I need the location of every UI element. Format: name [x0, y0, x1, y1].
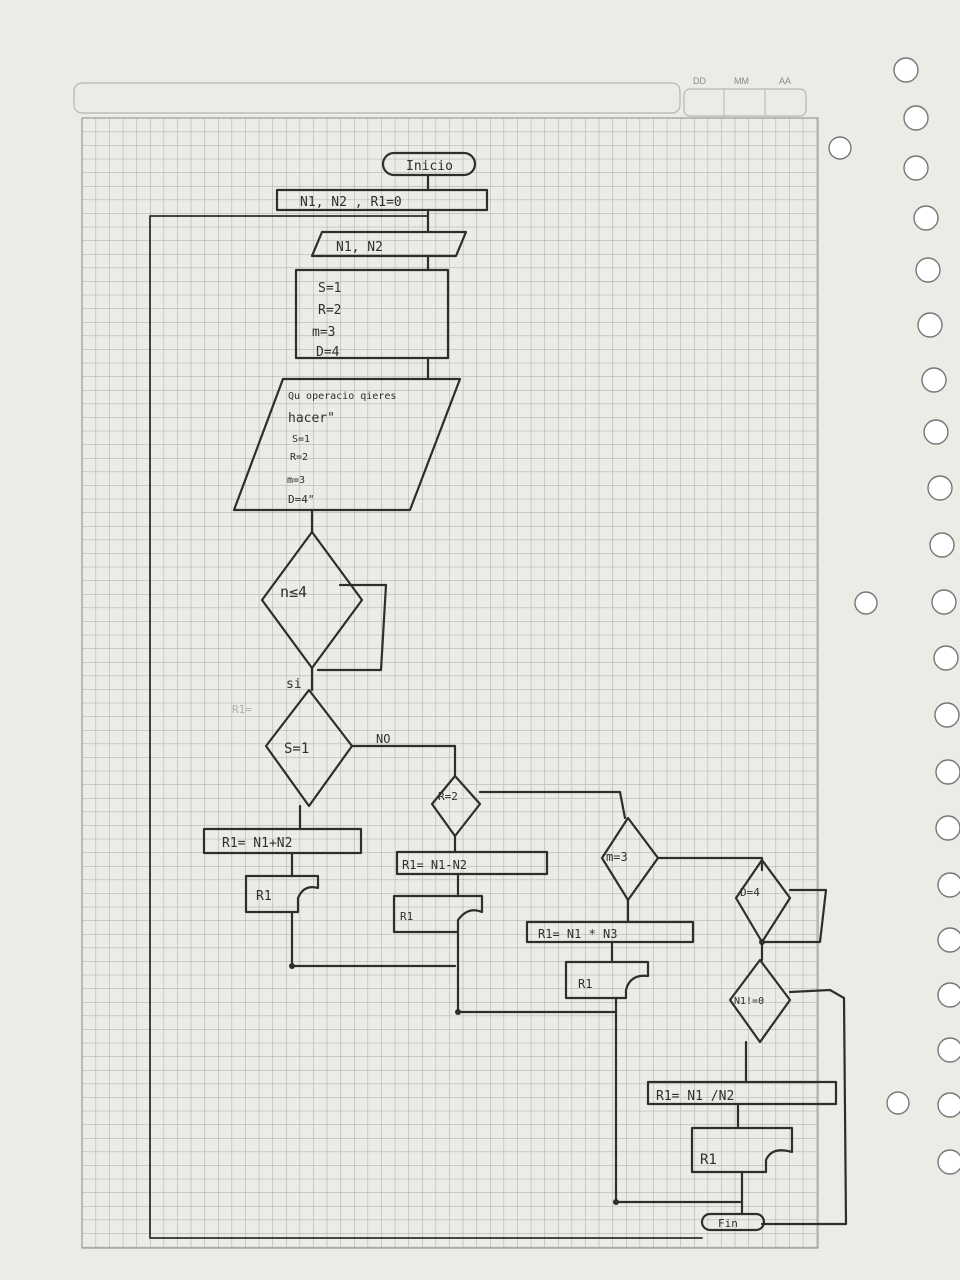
end-terminator: [700, 1212, 766, 1232]
div-output: [690, 1126, 794, 1174]
prompt-line1: Qu operacio qieres: [288, 391, 396, 402]
decision-m-label: m=3: [606, 850, 628, 864]
prompt-output: [232, 377, 462, 512]
div-label: R1= N1 /N2: [656, 1089, 734, 1104]
mul-label: R1= N1 * N3: [538, 927, 617, 941]
sum-process: [202, 827, 363, 855]
mul-process: [525, 920, 695, 944]
header-month-label: MM: [734, 76, 749, 86]
binder-holes: [828, 57, 960, 1175]
option-m: m=3: [312, 325, 335, 340]
read-label: N1, N2: [336, 240, 383, 255]
decision-n-label: N1!=0: [734, 996, 764, 1007]
end-label: Fin: [718, 1217, 738, 1230]
option-s: S=1: [318, 281, 341, 296]
decision-n: [728, 958, 792, 1044]
div-process: [646, 1080, 838, 1106]
decision-d-label: D=4: [740, 886, 760, 899]
option-r: R=2: [318, 303, 341, 318]
mul-output-label: R1: [578, 977, 592, 991]
header-year-label: AA: [779, 76, 792, 86]
div-output-label: R1: [700, 1152, 717, 1168]
sub-output-label: R1: [400, 910, 413, 923]
sum-output-label: R1: [256, 889, 272, 904]
sub-label: R1= N1-N2: [402, 858, 467, 872]
grid-area: [81, 117, 819, 1249]
read-input: [310, 230, 468, 258]
prompt-line2: hacer": [288, 411, 335, 426]
no-label: NO: [376, 732, 390, 746]
decision-s: [264, 688, 354, 808]
decision-r-label: R=2: [438, 790, 458, 803]
faint-label: R1=: [232, 703, 252, 716]
decision-s-label: S=1: [284, 741, 309, 757]
header-name-box: [73, 82, 681, 114]
prompt-option-m: m=3: [287, 475, 305, 486]
init-process: [275, 188, 489, 212]
init-label: N1, N2 , R1=0: [300, 195, 402, 210]
sub-output: [392, 894, 484, 934]
mul-output: [564, 960, 650, 1000]
header-day-label: DD: [693, 76, 706, 86]
yes-label: si: [286, 677, 302, 692]
prompt-option-r: R=2: [290, 452, 308, 463]
loop-decision-label: n≤4: [280, 583, 307, 601]
sub-process: [395, 850, 549, 876]
sum-output: [244, 874, 320, 914]
prompt-option-s: S=1: [292, 434, 310, 445]
sum-label: R1= N1+N2: [222, 836, 292, 851]
prompt-option-d: D=4": [288, 493, 315, 506]
option-d: D=4: [316, 345, 340, 360]
options-process: [294, 268, 450, 360]
start-label: Inicio: [406, 159, 453, 174]
header-date-box: [683, 88, 807, 117]
